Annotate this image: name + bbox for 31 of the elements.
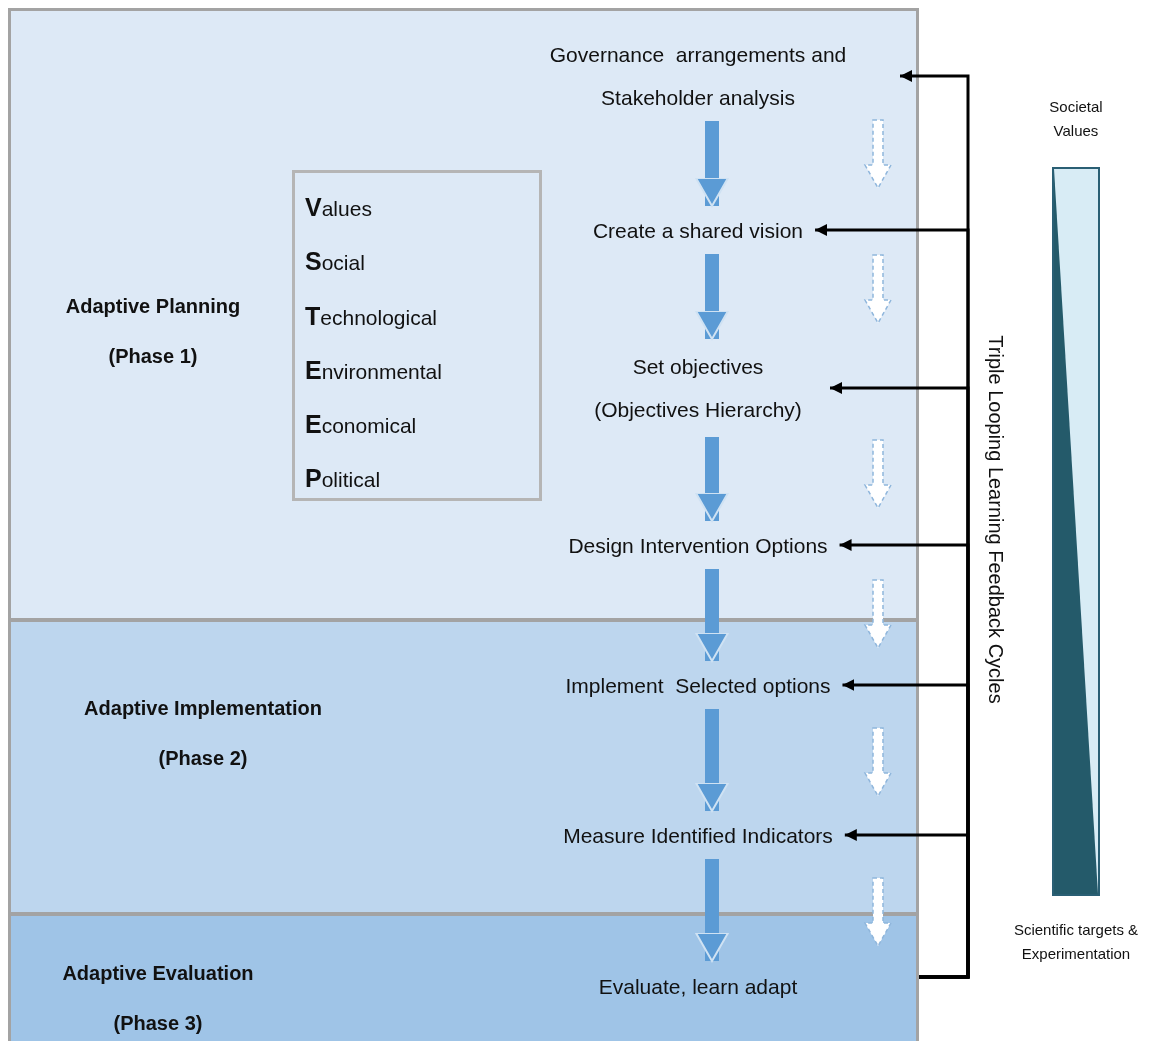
step-text: Design Intervention Options bbox=[568, 532, 828, 559]
phase-band bbox=[8, 619, 919, 915]
scale-label: Societal Values bbox=[1048, 97, 1104, 141]
gradient-bar bbox=[1052, 167, 1100, 896]
feedback-arrow bbox=[844, 829, 970, 979]
steep-factor: Environmental bbox=[305, 354, 442, 386]
step-text: Create a shared vision bbox=[592, 217, 804, 244]
phase-title: Adaptive Planning (Phase 1) bbox=[64, 294, 242, 369]
steep-box bbox=[292, 170, 542, 501]
step-text: Governance arrangements and Stakeholder analysis bbox=[548, 42, 848, 111]
steep-factor: Values bbox=[305, 192, 372, 223]
phase-band bbox=[8, 913, 919, 1041]
block-arrow bbox=[695, 859, 729, 962]
steep-factor: Economical bbox=[305, 409, 417, 441]
steep-factor: Technological bbox=[305, 300, 438, 332]
phase-band bbox=[8, 8, 919, 621]
step-text: Evaluate, learn adapt bbox=[598, 973, 798, 1000]
steep-factor: Political bbox=[305, 463, 381, 495]
phase-title: Adaptive Implementation (Phase 2) bbox=[83, 696, 323, 771]
step-text: Implement Selected options bbox=[565, 672, 831, 699]
step-text: Measure Identified Indicators bbox=[563, 822, 833, 849]
block-arrow bbox=[695, 437, 729, 522]
block-arrow bbox=[695, 254, 729, 340]
scale-label: Scientific targets & Experimentation bbox=[1012, 920, 1140, 964]
block-arrow bbox=[695, 709, 729, 812]
steep-factor: Social bbox=[305, 246, 365, 278]
block-arrow bbox=[695, 121, 729, 207]
block-arrow bbox=[695, 569, 729, 662]
phase-title: Adaptive Evaluation (Phase 3) bbox=[61, 961, 255, 1036]
step-text: Set objectives (Objectives Hierarchy) bbox=[593, 354, 803, 423]
vertical-label: Triple Looping Learning Feedback Cycles bbox=[983, 334, 1007, 706]
